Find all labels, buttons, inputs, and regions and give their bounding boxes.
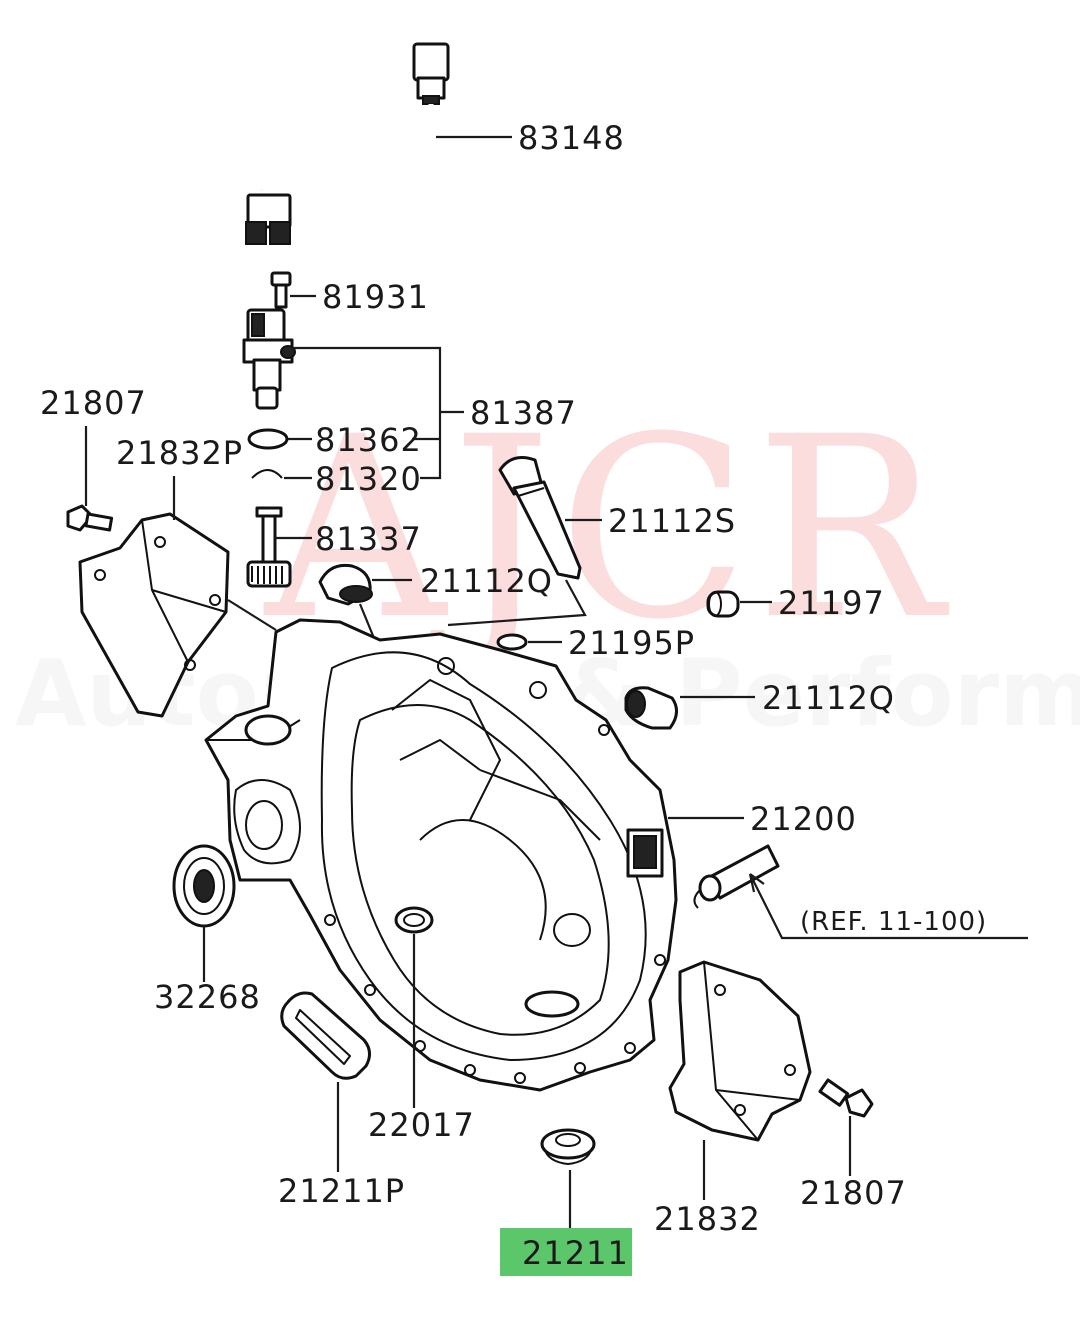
label-21832P: 21832P xyxy=(116,434,243,472)
leader-21832P-case xyxy=(227,599,277,631)
label-21200: 21200 xyxy=(750,800,857,838)
label-21211P: 21211P xyxy=(278,1172,405,1210)
label-22017: 22017 xyxy=(368,1106,475,1144)
part-21807-bolt-top[interactable] xyxy=(66,504,114,532)
label-21807-top: 21807 xyxy=(40,384,147,422)
label-81362: 81362 xyxy=(315,421,422,459)
label-21211: 21211 xyxy=(522,1234,629,1272)
part-21200-clutch-housing[interactable] xyxy=(204,618,678,1092)
label-21832: 21832 xyxy=(654,1200,761,1238)
label-21195P: 21195P xyxy=(568,624,695,662)
part-21112Q-plug-top[interactable] xyxy=(318,563,373,606)
leader-21112S-case xyxy=(447,579,587,627)
part-32268-oil-seal[interactable] xyxy=(172,844,236,928)
part-83148-harness[interactable] xyxy=(245,42,450,245)
part-21112Q-plug-right[interactable] xyxy=(624,686,678,730)
label-83148: 83148 xyxy=(518,119,625,157)
part-21195P-oring[interactable] xyxy=(496,633,528,651)
part-81337-gear[interactable] xyxy=(246,506,292,588)
label-81931: 81931 xyxy=(322,278,429,316)
part-22017-oil-seal[interactable] xyxy=(394,906,434,934)
label-32268: 32268 xyxy=(154,978,261,1016)
label-21112Q-top: 21112Q xyxy=(420,562,553,600)
leader-ref xyxy=(749,873,1028,940)
part-21832-bracket[interactable] xyxy=(668,960,812,1142)
highlight-21211 xyxy=(500,1228,632,1276)
part-21832P-bracket[interactable] xyxy=(78,512,230,718)
label-21197: 21197 xyxy=(778,584,885,622)
part-21211-plug[interactable] xyxy=(540,1128,596,1165)
watermark-brand: AJCR xyxy=(263,383,950,674)
part-21211P-cover[interactable] xyxy=(280,991,371,1080)
part-81387-sensor[interactable] xyxy=(242,308,296,410)
part-81931-bolt[interactable] xyxy=(270,271,292,309)
part-21197-plug[interactable] xyxy=(706,590,740,618)
label-21807-bottom: 21807 xyxy=(800,1174,907,1212)
leader-ref-arrow xyxy=(748,873,765,893)
label-21112Q-right: 21112Q xyxy=(762,679,895,717)
label-81320: 81320 xyxy=(315,460,422,498)
part-81362-oring[interactable] xyxy=(247,428,289,450)
label-81387: 81387 xyxy=(470,394,577,432)
label-ref: (REF. 11-100) xyxy=(800,907,987,937)
part-21807-bolt-bottom[interactable] xyxy=(818,1078,874,1118)
part-81320-clip[interactable] xyxy=(251,469,283,479)
sealant-tube-icon xyxy=(693,844,780,909)
part-21112S-tube[interactable] xyxy=(498,456,582,580)
label-81337: 81337 xyxy=(315,520,422,558)
label-21112S: 21112S xyxy=(608,502,736,540)
